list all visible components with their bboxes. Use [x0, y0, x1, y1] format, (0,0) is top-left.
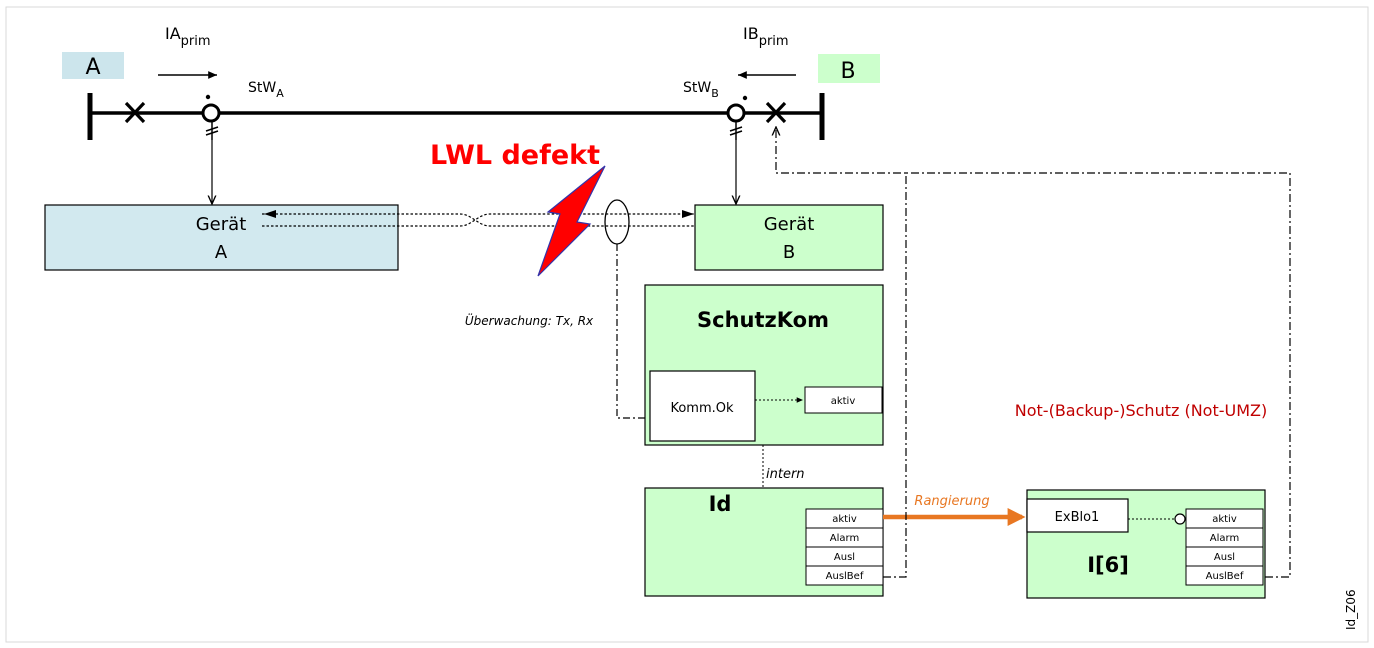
i6-block-output-label: aktiv	[1212, 514, 1237, 525]
intern-label: intern	[766, 467, 805, 482]
id-block-output-label: Alarm	[830, 533, 859, 544]
exblo1-box	[1026, 498, 1129, 533]
breaker-a-icon	[124, 101, 146, 124]
monitoring-label: Überwachung: Tx, Rx	[465, 312, 594, 328]
i6-block-output-box	[1185, 565, 1264, 586]
id-block-output-label: AuslBef	[826, 571, 864, 582]
device-a-line2: A	[215, 242, 228, 263]
id-block-output-label: aktiv	[832, 514, 857, 525]
fault-label: LWL defekt	[430, 140, 600, 171]
device-a-line1: Gerät	[196, 214, 247, 235]
station-a-label-box	[62, 52, 124, 79]
fault-lightning-icon	[537, 165, 606, 277]
station-b-label-box	[818, 54, 880, 83]
figure-id: Id_Z06	[1344, 589, 1358, 630]
i6-block-output-label: AuslBef	[1206, 571, 1244, 582]
ct-b-icon	[726, 95, 748, 140]
rangierung-label: Rangierung	[914, 494, 989, 509]
schutzkom-title: SchutzKom	[697, 308, 829, 332]
schutzkom-output-label: aktiv	[831, 396, 856, 407]
i6-block-title: I[6]	[1087, 553, 1129, 577]
device-b-line2: B	[783, 242, 795, 263]
device-a-box	[44, 204, 399, 271]
komm-ok-box	[649, 370, 756, 442]
id-block-output-box	[805, 565, 884, 586]
exblo1-negation-icon	[1174, 513, 1186, 525]
komm-ok-label: Komm.Ok	[670, 401, 734, 416]
exblo1-label: ExBlo1	[1055, 510, 1100, 525]
backup-label: Not-(Backup-)Schutz (Not-UMZ)	[1015, 401, 1267, 420]
schutzkom-output-box	[804, 386, 883, 414]
fiber-link	[262, 213, 694, 227]
ct-b-label: StWB	[683, 80, 719, 100]
device-b-box	[694, 204, 884, 271]
ct-a-icon	[201, 94, 221, 140]
fiber-arrow-a	[264, 210, 276, 218]
station-b-label: B	[840, 59, 855, 84]
station-a-label: A	[85, 55, 100, 80]
i6-block-output-label: Alarm	[1210, 533, 1239, 544]
id-block-title: Id	[709, 492, 732, 516]
current-b-label: IBprim	[743, 24, 789, 49]
fiber-arrow-b	[682, 210, 694, 218]
device-b-line1: Gerät	[764, 214, 815, 235]
ct-a-label: StWA	[248, 80, 284, 100]
figure-frame	[5, 6, 1369, 643]
i6-trip-wire	[906, 172, 1291, 578]
id-block-output-label: Ausl	[834, 552, 855, 563]
breaker-b-icon	[765, 101, 787, 124]
monitoring-wire	[616, 244, 650, 419]
current-a-label: IAprim	[165, 24, 211, 49]
monitoring-ellipse	[604, 199, 630, 245]
i6-block-output-label: Ausl	[1214, 552, 1235, 563]
